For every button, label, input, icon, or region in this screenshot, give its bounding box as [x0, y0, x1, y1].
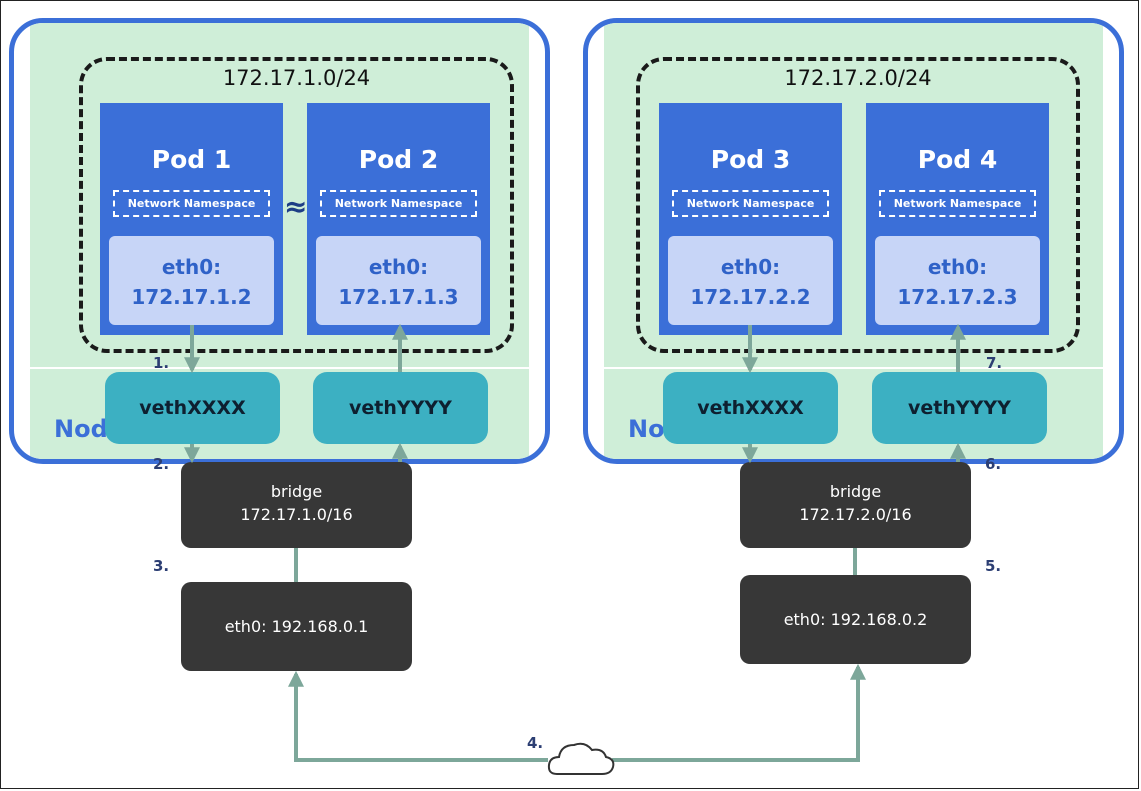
pod-4: Pod 4 Network Namespace eth0: 172.17.2.3 [866, 103, 1049, 335]
node-1-subnet-label: 172.17.1.0/24 [222, 66, 371, 90]
pod-4-ip: 172.17.2.3 [897, 285, 1018, 309]
node-2-bridge-cidr: 172.17.2.0/16 [799, 505, 912, 524]
step-4-label: 4. [527, 734, 544, 752]
pod-3-eth0: eth0: 172.17.2.2 [668, 236, 833, 325]
step-2-label: 2. [153, 455, 170, 473]
step-1-label: 1. [153, 354, 170, 372]
node-1-host-eth0: eth0: 192.168.0.1 [181, 582, 412, 671]
node-2-host-eth0: eth0: 192.168.0.2 [740, 575, 971, 664]
pod-1: Pod 1 Network Namespace eth0: 172.17.1.2 [100, 103, 283, 335]
pod-3-eth0-label: eth0: [720, 255, 781, 279]
step-6-label: 6. [985, 455, 1002, 473]
pod-4-title: Pod 4 [917, 145, 998, 174]
step-7-label: 7. [986, 354, 1003, 372]
pod-1-eth0-label: eth0: [161, 255, 222, 279]
pod-2-ip: 172.17.1.3 [338, 285, 459, 309]
pod-3-ip: 172.17.2.2 [690, 285, 811, 309]
node-2-veth-xxxx: vethXXXX [663, 372, 838, 444]
step-3-label: 3. [153, 557, 170, 575]
pod-1-network-namespace: Network Namespace [113, 190, 270, 217]
node-2-subnet-box [636, 57, 1080, 353]
node-1-veth-xxxx: vethXXXX [105, 372, 280, 444]
node-1-divider [30, 367, 529, 369]
node-1-bridge-name: bridge [270, 482, 323, 501]
node-1-veth-yyyy: vethYYYY [313, 372, 488, 444]
pod-2-eth0: eth0: 172.17.1.3 [316, 236, 481, 325]
pod-3-title: Pod 3 [710, 145, 791, 174]
pod-4-eth0: eth0: 172.17.2.3 [875, 236, 1040, 325]
pod-2: Pod 2 Network Namespace eth0: 172.17.1.3 [307, 103, 490, 335]
pod-3-network-namespace: Network Namespace [672, 190, 829, 217]
node-2-veth-yyyy: vethYYYY [872, 372, 1047, 444]
node-2-bridge: bridge 172.17.2.0/16 [740, 462, 971, 548]
step-5-label: 5. [985, 557, 1002, 575]
pod-2-eth0-label: eth0: [368, 255, 429, 279]
pod-3: Pod 3 Network Namespace eth0: 172.17.2.2 [659, 103, 842, 335]
pod-1-ip: 172.17.1.2 [131, 285, 252, 309]
pod-1-eth0: eth0: 172.17.1.2 [109, 236, 274, 325]
pod-1-title: Pod 1 [151, 145, 232, 174]
pod-2-network-namespace: Network Namespace [320, 190, 477, 217]
pod-4-eth0-label: eth0: [927, 255, 988, 279]
node-1-subnet-box [79, 57, 514, 353]
node-2-divider [604, 367, 1103, 369]
node-2-subnet-label: 172.17.2.0/24 [784, 66, 932, 90]
approx-symbol: ≈ [284, 190, 308, 223]
node-1-bridge: bridge 172.17.1.0/16 [181, 462, 412, 548]
pod-4-network-namespace: Network Namespace [879, 190, 1036, 217]
node-2-bridge-name: bridge [829, 482, 882, 501]
pod-2-title: Pod 2 [358, 145, 439, 174]
node-1-bridge-cidr: 172.17.1.0/16 [240, 505, 353, 524]
